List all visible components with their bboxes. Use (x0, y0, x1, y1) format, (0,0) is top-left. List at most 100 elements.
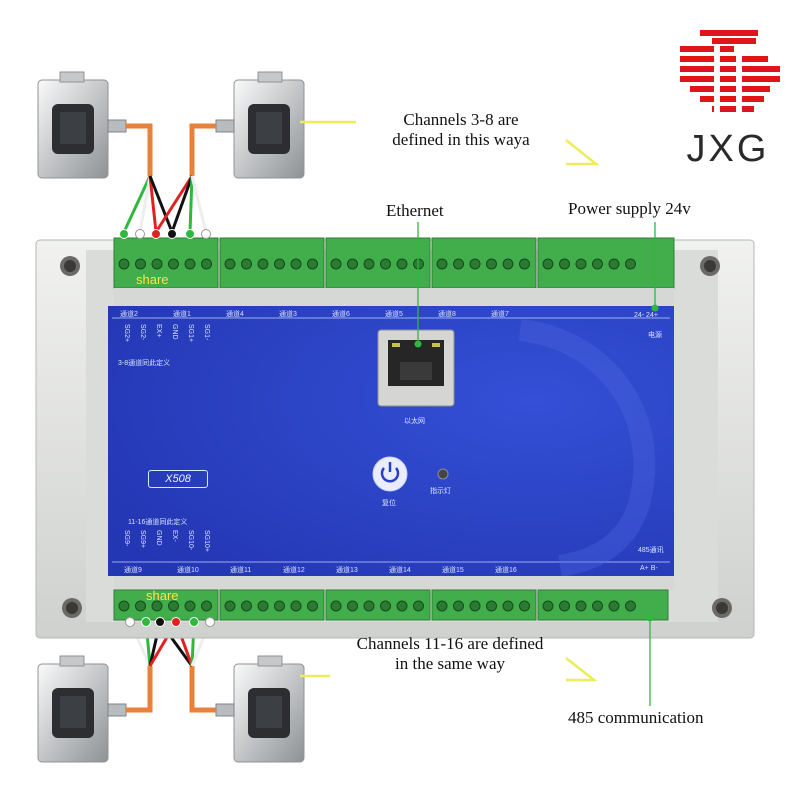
terminal-screw[interactable] (413, 600, 424, 612)
ethernet-port[interactable] (377, 329, 455, 407)
bottom-note: 11-16通道同此定义 (128, 519, 188, 526)
callout-485: 485 communication (568, 708, 704, 727)
channel-label: 通道6 (332, 311, 350, 318)
terminal-screw[interactable] (608, 258, 620, 270)
terminal-screw[interactable] (274, 600, 285, 612)
terminal-screw[interactable] (135, 258, 146, 270)
channel-label: 通道12 (283, 567, 305, 574)
terminal-screw[interactable] (135, 600, 146, 612)
brand-name: JXG (686, 128, 770, 170)
terminal-screw[interactable] (575, 600, 587, 612)
wire-dots-top (119, 229, 211, 239)
terminal-screw[interactable] (486, 258, 497, 270)
channel-label: 通道14 (389, 567, 411, 574)
terminal-screw[interactable] (542, 258, 554, 270)
power-label: 电源 (648, 332, 662, 339)
terminal-screw[interactable] (290, 600, 302, 612)
terminal-screw[interactable] (257, 258, 269, 270)
terminal-screw[interactable] (436, 600, 448, 612)
terminal-screw[interactable] (330, 600, 342, 612)
channel-label: 通道11 (230, 567, 252, 574)
channel-label: 通道4 (226, 311, 244, 318)
channel-label: 通道9 (124, 567, 142, 574)
terminal-screw[interactable] (224, 258, 236, 270)
terminal-screw[interactable] (592, 258, 603, 270)
terminal-screw[interactable] (363, 600, 375, 612)
pin-label: EX+ (155, 324, 162, 338)
terminal-screw[interactable] (241, 600, 252, 612)
terminal-screw[interactable] (290, 258, 302, 270)
terminal-screw[interactable] (380, 600, 391, 612)
load-cell-top-right (215, 71, 305, 179)
terminal-screw[interactable] (453, 258, 464, 270)
terminal-screw[interactable] (347, 258, 358, 270)
terminal-screw[interactable] (453, 600, 464, 612)
terminal-screw[interactable] (559, 600, 570, 612)
jxg-logo-icon (680, 30, 780, 114)
terminal-screw[interactable] (502, 258, 514, 270)
terminal-screw[interactable] (469, 258, 481, 270)
terminal-screw[interactable] (542, 600, 554, 612)
terminal-screw[interactable] (201, 258, 212, 270)
terminal-screw[interactable] (118, 258, 130, 270)
indicator-led (437, 468, 449, 480)
terminal-screw[interactable] (168, 258, 179, 270)
channel-label: 通道3 (279, 311, 297, 318)
terminal-screw[interactable] (330, 258, 342, 270)
pin-label: GND (171, 324, 178, 340)
pin-label: GND (155, 530, 162, 546)
terminal-screw[interactable] (436, 258, 448, 270)
terminal-screw[interactable] (118, 600, 130, 612)
terminal-screw[interactable] (625, 258, 636, 270)
terminal-screw[interactable] (241, 258, 252, 270)
terminal-screw[interactable] (151, 600, 163, 612)
channel-label: 通道7 (491, 311, 509, 318)
terminal-screw[interactable] (347, 600, 358, 612)
terminal-screw[interactable] (201, 600, 212, 612)
terminal-screw[interactable] (380, 258, 391, 270)
terminal-screw[interactable] (519, 600, 530, 612)
terminal-screw[interactable] (184, 600, 196, 612)
callout-channels-11-16-line2: in the same way (395, 654, 505, 673)
callout-channels-3-8-line1: Channels 3-8 are (403, 110, 519, 129)
terminal-screw[interactable] (184, 258, 196, 270)
terminal-screw[interactable] (625, 600, 636, 612)
callout-channels-3-8: Channels 3-8 are defined in this waya (356, 110, 566, 150)
top-note: 3-8通道同此定义 (118, 360, 171, 367)
terminal-screw[interactable] (575, 258, 587, 270)
terminal-screw[interactable] (224, 600, 236, 612)
wire-dots-bottom (125, 617, 215, 627)
load-cell-bottom-left (37, 655, 127, 763)
terminal-screw[interactable] (486, 600, 497, 612)
pin-label: SG9- (123, 530, 130, 547)
pin-label: SG10+ (203, 530, 210, 552)
terminal-screw[interactable] (307, 258, 318, 270)
top-terminal-blocks (113, 237, 675, 306)
load-cell-top-left (37, 71, 127, 179)
bottom-terminal-blocks (113, 576, 674, 621)
reset-button[interactable] (372, 456, 408, 492)
terminal-screw[interactable] (396, 600, 408, 612)
terminal-screw[interactable] (608, 600, 620, 612)
channel-label: 通道16 (495, 567, 517, 574)
terminal-screw[interactable] (396, 258, 408, 270)
terminal-screw[interactable] (592, 600, 603, 612)
terminal-screw[interactable] (502, 600, 514, 612)
terminal-screw[interactable] (519, 258, 530, 270)
terminal-screw[interactable] (469, 600, 481, 612)
terminal-screw[interactable] (363, 258, 375, 270)
callout-ethernet: Ethernet (386, 201, 444, 220)
callout-power-supply: Power supply 24v (568, 199, 691, 218)
share-label-bottom: share (146, 588, 179, 603)
terminal-screw[interactable] (559, 258, 570, 270)
rs485-label: 485通讯 (638, 547, 664, 554)
terminal-screw[interactable] (151, 258, 163, 270)
pin-label: SG1- (203, 324, 210, 341)
channel-label: 通道13 (336, 567, 358, 574)
channel-label: 通道2 (120, 311, 138, 318)
terminal-screw[interactable] (274, 258, 285, 270)
terminal-screw[interactable] (257, 600, 269, 612)
pin-label: SG9+ (139, 530, 146, 549)
terminal-screw[interactable] (168, 600, 179, 612)
terminal-screw[interactable] (307, 600, 318, 612)
